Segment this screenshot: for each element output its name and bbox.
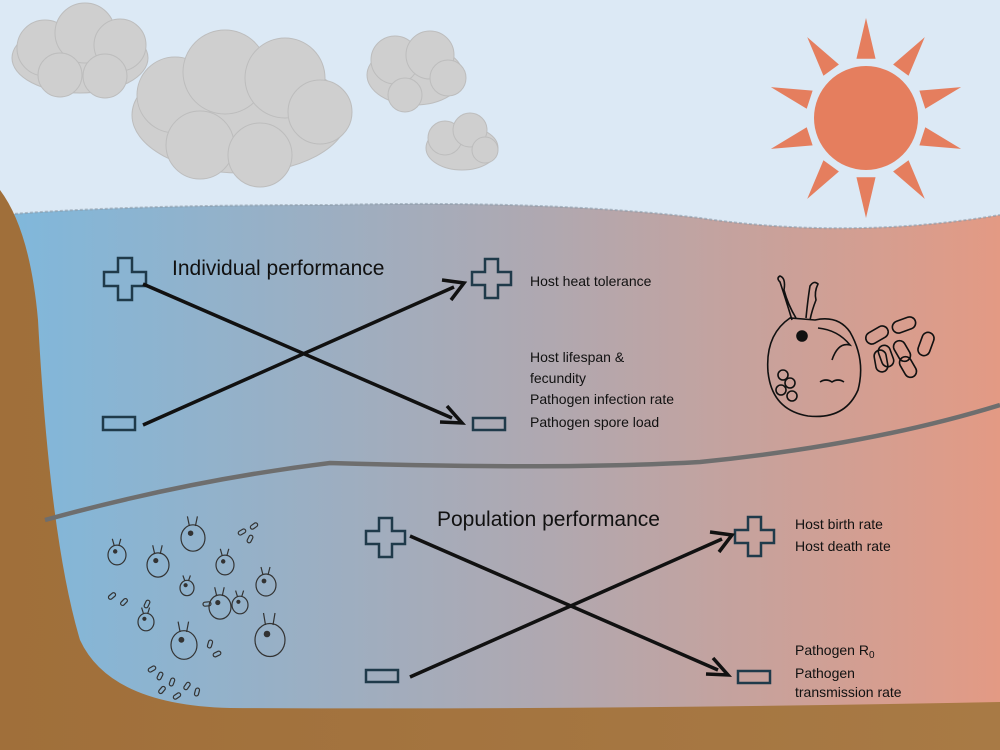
minus-sign-icon bbox=[471, 416, 507, 432]
daphnia-icon bbox=[179, 575, 195, 597]
daphnia-icon bbox=[254, 612, 286, 658]
daphnia-icon bbox=[137, 607, 155, 632]
spore-icon bbox=[158, 685, 166, 695]
cloud-icon-3 bbox=[366, 30, 467, 113]
host-death-rate-label: Host death rate bbox=[795, 538, 891, 554]
spore-icon bbox=[172, 692, 182, 700]
daphnia-icon bbox=[208, 587, 232, 620]
sun-ray bbox=[770, 127, 813, 149]
arrow-plus-to-minus bbox=[142, 282, 453, 420]
individual-title: Individual performance bbox=[172, 257, 384, 280]
sun-icon bbox=[770, 18, 962, 218]
spore-icon bbox=[120, 597, 128, 607]
pathogen-r0-label: Pathogen R0 bbox=[795, 642, 875, 661]
sun-ray bbox=[919, 127, 962, 149]
spore-icon bbox=[237, 528, 247, 536]
daphnia-icon bbox=[107, 538, 127, 566]
individual-minus-label-3: Pathogen infection rate bbox=[530, 391, 674, 407]
minus-sign-icon bbox=[364, 668, 400, 684]
sun-ray bbox=[807, 160, 839, 199]
sun-ray bbox=[770, 87, 813, 109]
daphnia-icon bbox=[231, 590, 249, 615]
individual-minus-label-1: Host lifespan & bbox=[530, 349, 625, 365]
arrowhead bbox=[439, 404, 467, 425]
arrowhead bbox=[705, 656, 733, 677]
cloud-icon bbox=[11, 2, 499, 188]
spore-icon bbox=[143, 599, 151, 609]
spore-icon bbox=[156, 671, 164, 681]
plus-sign-icon bbox=[364, 516, 407, 559]
cloud-icon-2 bbox=[131, 29, 353, 188]
ground bbox=[0, 190, 1000, 750]
spore-icon bbox=[212, 650, 222, 658]
individual-plus-right bbox=[470, 257, 513, 300]
plus-sign-icon bbox=[470, 257, 513, 300]
cloud-icon-4 bbox=[425, 112, 499, 171]
sun-ray bbox=[856, 18, 876, 59]
arrow-plus-to-minus bbox=[409, 534, 719, 672]
spore-icon bbox=[183, 681, 191, 691]
daphnia-icon bbox=[255, 566, 277, 597]
host-heat-tolerance-label: Host heat tolerance bbox=[530, 273, 652, 289]
population-title: Population performance bbox=[437, 508, 660, 531]
spore-icon bbox=[168, 677, 176, 687]
population-minus-label-1: Pathogen bbox=[795, 665, 855, 681]
sun-ray bbox=[807, 37, 839, 76]
sun-ray bbox=[856, 177, 876, 218]
arrowhead bbox=[441, 278, 468, 302]
spore-icon bbox=[249, 522, 259, 530]
spore-icon bbox=[246, 534, 254, 544]
daphnia-swarm bbox=[107, 516, 286, 700]
population-minus-label-2: transmission rate bbox=[795, 684, 902, 700]
host-birth-rate-label: Host birth rate bbox=[795, 516, 883, 532]
spore-icon bbox=[206, 639, 214, 649]
sun-ray bbox=[893, 160, 925, 199]
individual-minus-label-2: fecundity bbox=[530, 370, 586, 386]
daphnia-icon bbox=[766, 275, 862, 418]
arrowhead bbox=[709, 530, 736, 554]
spore-icon bbox=[865, 316, 935, 379]
arrow-minus-to-plus bbox=[409, 537, 723, 679]
daphnia-icon bbox=[180, 516, 206, 552]
daphnia-icon bbox=[215, 548, 235, 576]
population-arrows bbox=[409, 530, 736, 679]
arrow-minus-to-plus bbox=[142, 285, 455, 427]
cloud-icon-1 bbox=[11, 2, 149, 99]
spore-icon bbox=[202, 601, 212, 607]
divider-line bbox=[44, 402, 1000, 523]
daphnia-icon bbox=[146, 545, 170, 578]
individual-minus-label-4: Pathogen spore load bbox=[530, 414, 659, 430]
sun-ray bbox=[919, 87, 962, 109]
individual-arrows bbox=[142, 278, 468, 427]
plus-sign-icon bbox=[733, 515, 776, 558]
water-body bbox=[0, 203, 1000, 750]
minus-sign-icon bbox=[101, 415, 137, 432]
spore-icon bbox=[193, 687, 201, 697]
spore-icon bbox=[107, 592, 117, 600]
spore-icon bbox=[147, 665, 157, 673]
sun-ray bbox=[893, 37, 925, 76]
minus-sign-icon bbox=[736, 669, 772, 685]
water-surface bbox=[0, 202, 1000, 230]
daphnia-icon bbox=[170, 621, 198, 660]
